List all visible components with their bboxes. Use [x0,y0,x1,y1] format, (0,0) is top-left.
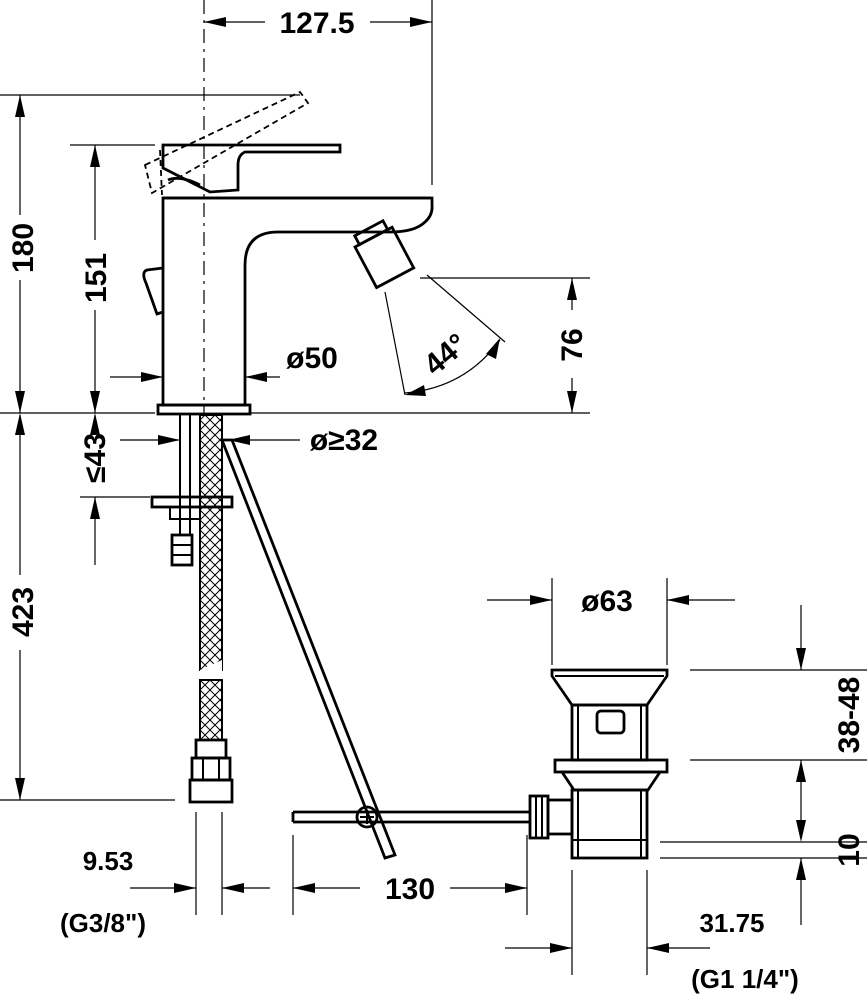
dim-label-outlet-thread: (G1 1/4") [691,964,799,994]
dim-label-hose-length: 423 [7,587,40,637]
dim-label-waste-offset: 10 [833,833,866,866]
dim-nozzle-angle: 44° [384,274,506,396]
dim-deck-thickness: ≤43 [79,413,150,565]
dim-waste-diameter: ø63 [487,578,735,665]
dim-label-rod-length: 130 [385,873,435,906]
dim-label-nozzle-height: 76 [556,328,589,361]
dim-outlet-diameter: 31.75 (G1 1/4") [505,870,799,994]
dim-label-top-width: 127.5 [279,7,354,40]
dim-label-deck-thickness: ≤43 [79,433,112,483]
dim-nozzle-height: 76 [420,277,590,413]
dim-label-waste-depth: 38-48 [833,677,866,754]
dim-label-waste-diameter: ø63 [581,585,633,618]
dim-label-spout-height: 151 [80,253,113,303]
dim-label-hose-thread: (G3/8") [60,908,146,938]
dim-label-outlet-diameter: 31.75 [699,908,764,938]
dim-total-height: 180 [0,94,300,413]
dim-rod-length: 130 [292,835,528,915]
waste-fitting [528,668,669,860]
supply-hoses [150,414,530,860]
dim-spout-diameter: ø50 [110,342,338,382]
dim-label-hole-diameter: ø≥32 [310,424,378,457]
dim-spout-height: 151 [70,144,155,413]
dim-top-width: 127.5 [204,0,433,185]
dim-waste-offset: 10 [660,820,867,925]
dim-label-spout-diameter: ø50 [286,342,338,375]
dim-waste-depth: 38-48 [690,605,867,838]
dim-label-hose-diameter: 9.53 [83,846,134,876]
dim-hole-diameter: ø≥32 [120,424,378,457]
faucet-body [142,90,434,416]
dim-hose-length: 423 [0,413,175,801]
dim-label-total-height: 180 [7,223,40,273]
dim-hose-diameter: 9.53 (G3/8") [60,812,270,938]
